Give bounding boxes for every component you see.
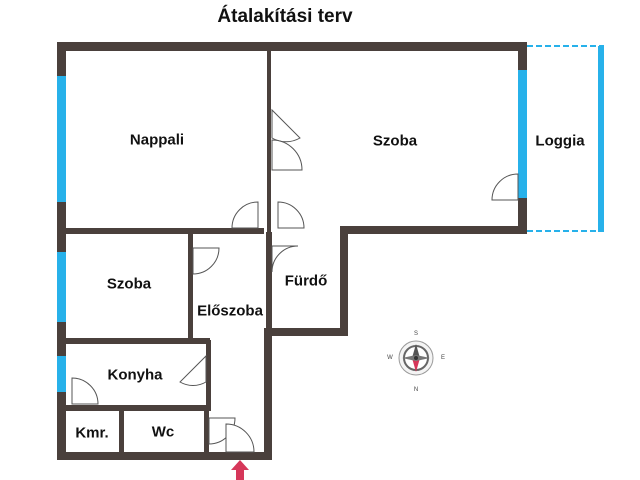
wall-kmr-wc xyxy=(119,408,124,456)
plan-title: Átalakítási terv xyxy=(217,6,353,27)
wall-top xyxy=(57,42,527,51)
room-label-nappali: Nappali xyxy=(129,131,185,149)
door-nappali-szoba-1 xyxy=(271,108,301,143)
door-szoba-hall xyxy=(277,201,305,229)
wall-szoba-bottom xyxy=(340,226,527,234)
wall-eloszoba-right xyxy=(264,328,272,460)
wall-szoba-small-right xyxy=(188,232,193,340)
wall-nappali-bottom xyxy=(66,228,264,234)
compass-s-label: S xyxy=(413,331,419,337)
door-entrance xyxy=(225,423,255,453)
walls xyxy=(57,42,527,460)
wall-wc-right xyxy=(204,408,209,456)
wall-bottom xyxy=(57,452,272,460)
compass-e-label: E xyxy=(440,355,446,361)
door-szoba-small xyxy=(192,247,220,275)
room-label-szoba-small: Szoba xyxy=(106,275,152,293)
room-label-kamra: Kmr. xyxy=(75,424,109,442)
wall-left xyxy=(57,42,66,460)
room-label-konyha: Konyha xyxy=(107,366,163,384)
wall-furdo-right xyxy=(340,226,348,336)
wall-furdo-left xyxy=(266,232,272,332)
wall-nappali-szoba xyxy=(267,51,271,232)
room-label-loggia: Loggia xyxy=(535,132,585,150)
wall-furdo-bottom xyxy=(264,328,348,336)
wall-konyha-right xyxy=(206,340,211,410)
door-nappali-szoba-2 xyxy=(271,139,303,171)
loggia-window xyxy=(598,46,604,232)
windows xyxy=(57,70,527,392)
room-label-szoba-large: Szoba xyxy=(372,132,418,150)
wall-szoba-small-bottom xyxy=(66,338,210,344)
wall-konyha-bottom xyxy=(66,405,211,411)
room-label-furdo: Fürdő xyxy=(284,272,328,290)
door-kamra xyxy=(71,377,99,405)
window-szoba xyxy=(57,252,66,322)
door-nappali xyxy=(231,201,259,229)
window-konyha xyxy=(57,356,66,392)
room-label-eloszoba: Előszoba xyxy=(197,302,263,320)
room-label-wc: Wc xyxy=(151,423,175,441)
window-nappali xyxy=(57,76,66,202)
compass-w-label: W xyxy=(387,355,393,361)
window-szoba-loggia xyxy=(518,70,527,198)
doors xyxy=(71,108,519,453)
loggia-outline xyxy=(527,45,604,232)
entrance-arrow-icon xyxy=(231,460,249,480)
compass-n-label: N xyxy=(413,387,419,393)
compass-icon xyxy=(398,340,434,376)
door-konyha xyxy=(179,354,207,386)
door-furdo xyxy=(271,245,299,273)
door-loggia xyxy=(491,173,519,201)
